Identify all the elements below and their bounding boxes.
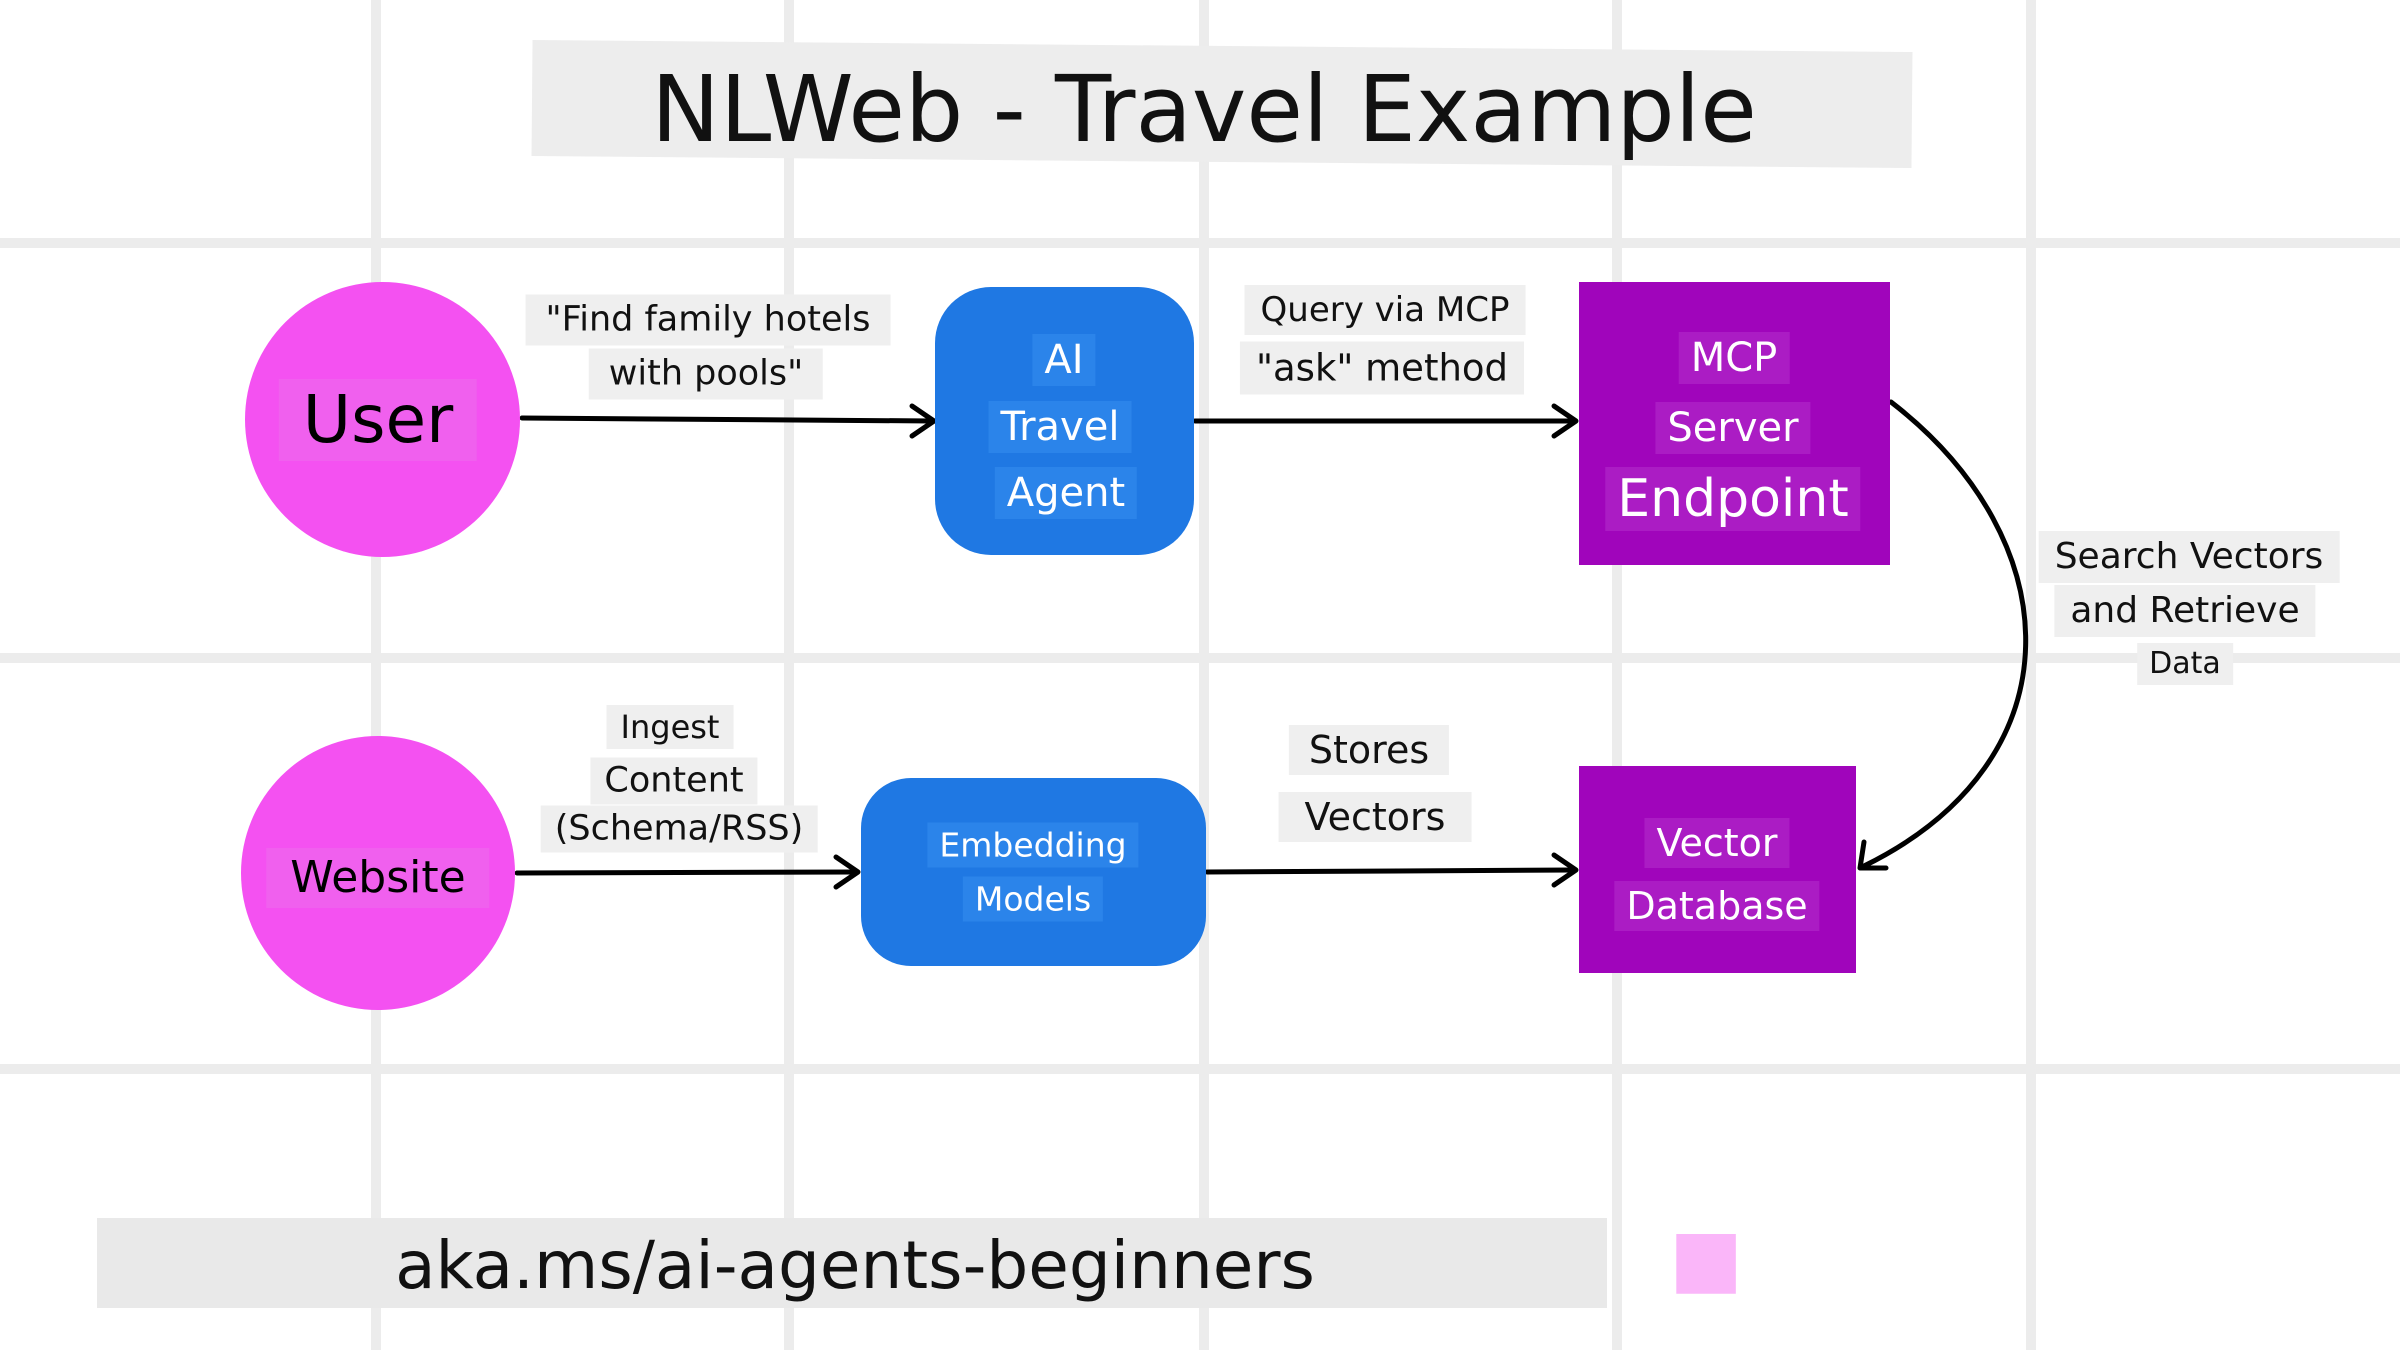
- edge-label-user-to-agent-line-1: "Find family hotels: [525, 294, 891, 346]
- mcp-server-line-1: MCP: [1678, 332, 1790, 384]
- user-node-label: User: [278, 379, 478, 461]
- edge-label-mcp-to-db-line-1: Search Vectors: [2038, 531, 2340, 583]
- footer-banner: [97, 1218, 1607, 1308]
- grid-line: [1612, 0, 1622, 1350]
- grid-line: [784, 0, 794, 1350]
- edge-label-agent-to-mcp-line-2: "ask" method: [1239, 341, 1525, 395]
- edge-label-website-to-models-line-1: Ingest: [606, 705, 734, 749]
- arrowhead-user-to-agent: [909, 403, 937, 439]
- vector-database-node: [1579, 766, 1856, 973]
- grid-line: [0, 238, 2400, 248]
- ai-travel-agent-line-1: AI: [1032, 334, 1096, 386]
- grid-line: [2026, 0, 2036, 1350]
- edge-label-mcp-to-db-line-2: and Retrieve: [2054, 585, 2316, 637]
- arrow-user-to-agent: [519, 415, 935, 424]
- grid-line: [0, 653, 2400, 663]
- arrow-models-to-db: [1204, 867, 1577, 875]
- vector-database-line-1: Vector: [1644, 818, 1790, 868]
- embedding-models-node: [861, 778, 1206, 966]
- ai-travel-agent-line-3: Agent: [994, 467, 1138, 519]
- embedding-models-line-2: Models: [962, 876, 1104, 922]
- arrowhead-mcp-to-db: [1857, 839, 1889, 871]
- arrow-website-to-models: [514, 869, 859, 876]
- grid-line: [0, 1064, 2400, 1074]
- grid-line: [1199, 0, 1209, 1350]
- edge-label-mcp-to-db-line-3: Data: [2137, 643, 2233, 685]
- arrow-mcp-to-db: [1861, 399, 2029, 869]
- edge-label-user-to-agent-line-2: with pools": [588, 348, 824, 400]
- edge-label-models-to-db-line-2: Vectors: [1278, 792, 1472, 842]
- mcp-server-line-2: Server: [1655, 402, 1811, 454]
- arrowhead-website-to-models: [833, 854, 861, 890]
- arrowhead-models-to-db: [1551, 852, 1579, 888]
- arrowhead-agent-to-mcp: [1551, 403, 1579, 439]
- footer-url: aka.ms/ai-agents-beginners: [395, 1227, 1315, 1304]
- vector-database-line-2: Database: [1614, 881, 1820, 931]
- edge-label-website-to-models-line-2: Content: [590, 757, 758, 805]
- edge-label-website-to-models-line-3: (Schema/RSS): [540, 805, 818, 853]
- grid-line: [371, 0, 381, 1350]
- website-node-label: Website: [266, 848, 490, 908]
- ai-travel-agent-line-2: Travel: [988, 401, 1132, 453]
- edge-label-agent-to-mcp-line-1: Query via MCP: [1244, 285, 1526, 335]
- embedding-models-line-1: Embedding: [927, 822, 1139, 868]
- mcp-server-line-3: Endpoint: [1605, 467, 1861, 531]
- edge-label-models-to-db-line-1: Stores: [1288, 725, 1450, 775]
- diagram-title: NLWeb - Travel Example: [651, 56, 1757, 163]
